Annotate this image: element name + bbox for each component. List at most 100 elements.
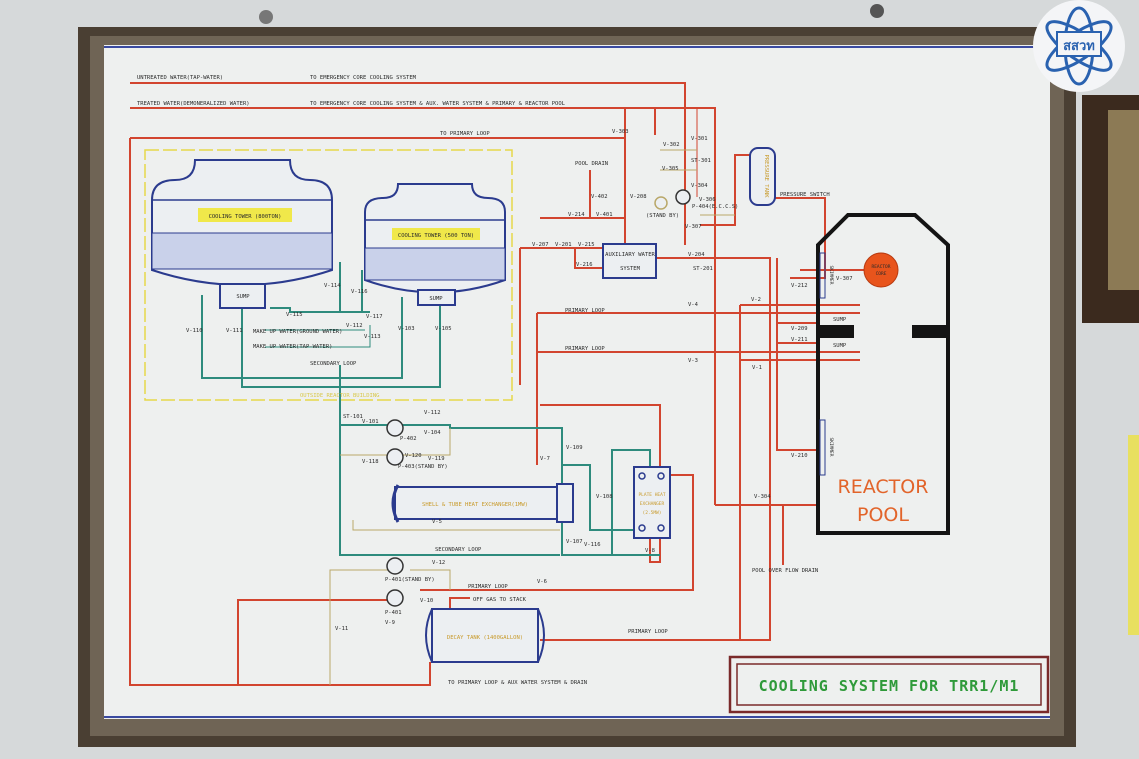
hanger-left — [259, 10, 273, 24]
valve-tag: V-210 — [791, 453, 808, 459]
primary-loop-label: PRIMARY LOOP — [468, 584, 508, 590]
valve-tag: P-404(E.C.C.S) — [692, 204, 738, 210]
valve-tag: V-103 — [398, 326, 415, 332]
pool-sump-label: SUMP — [833, 317, 847, 323]
valve-tag: V-301 — [691, 136, 708, 142]
title-box: COOLING SYSTEM FOR TRR1/M1 — [728, 655, 1050, 714]
pumps — [386, 189, 691, 607]
valve-tag: V-108 — [596, 494, 613, 500]
auxiliary-water-system — [602, 243, 657, 279]
valve-tag: V-115 — [286, 312, 303, 318]
skimmer-bottom — [819, 419, 826, 476]
valve-tag: V-107 — [566, 539, 583, 545]
pool-sump-label: SUMP — [833, 343, 847, 349]
secondary-loop-label: SECONDARY LOOP — [435, 547, 482, 553]
valve-tag: V-7 — [540, 456, 550, 462]
valve-tag: V-401 — [596, 212, 613, 218]
valve-tag: V-118 — [362, 459, 379, 465]
shell-tube-heat-exchanger: SHELL & TUBE HEAT EXCHANGER(1MW) — [391, 483, 574, 523]
valve-tag: V-204 — [688, 252, 705, 258]
skimmer-top — [819, 252, 826, 299]
valve-tag: ST-201 — [693, 266, 713, 272]
pump-icon — [654, 196, 668, 210]
yellow-paper — [1128, 435, 1139, 635]
valve-tag: V-211 — [791, 337, 808, 343]
primary-loop-label: PRIMARY LOOP — [565, 346, 605, 352]
valve-tag: V-10 — [420, 598, 433, 604]
pressure-switch-label: PRESSURE SWITCH — [780, 192, 830, 198]
valve-tag: V-120 — [405, 453, 422, 459]
sump-label: SUMP — [429, 296, 443, 302]
valve-tag: V-304 — [754, 494, 771, 500]
valve-tag: V-201 — [555, 242, 572, 248]
valve-tag: V-119 — [428, 456, 445, 462]
off-gas-label: OFF GAS TO STACK — [473, 597, 527, 603]
treated-label: TREATED WATER(DEMONERALIZED WATER) — [137, 101, 250, 107]
valve-tag: V-303 — [612, 129, 629, 135]
valve-tag: P-403(STAND BY) — [398, 464, 448, 470]
secondary-loop-label: SECONDARY LOOP — [310, 361, 357, 367]
valve-tag: V-3 — [688, 358, 698, 364]
reactor-pool-label-2: POOL — [857, 504, 909, 526]
valve-tag: V-110 — [186, 328, 203, 334]
outside-building-label: OUTSIDE REACTOR BUILDING — [300, 393, 379, 399]
valve-tag: V-214 — [568, 212, 585, 218]
valve-tag: V-11 — [335, 626, 348, 632]
skimmer-label: SKIMMER — [828, 266, 834, 285]
pool-divider-right — [912, 325, 948, 338]
decay-tank: DECAY TANK (1400GALLON) — [425, 608, 545, 663]
valve-tag: P-402 — [400, 436, 417, 442]
valve-tag: V-6 — [537, 579, 547, 585]
shell-tube-label: SHELL & TUBE HEAT EXCHANGER(1MW) — [422, 502, 528, 508]
valve-tag: V-104 — [424, 430, 441, 436]
ecc-pipes — [329, 149, 735, 685]
valve-tag: ST-301 — [691, 158, 711, 164]
valve-tag: V-116 — [584, 542, 601, 548]
valve-tag: P-401(STAND BY) — [385, 577, 435, 583]
plate-label-1: PLATE HEAT — [638, 492, 665, 498]
valve-tag: V-8 — [645, 548, 655, 554]
tower-500-label: COOLING TOWER (500 TON) — [398, 233, 474, 239]
pump-icon — [386, 448, 404, 466]
valve-tag: V-2 — [751, 297, 761, 303]
pump-icon — [386, 419, 404, 437]
sump-label: SUMP — [236, 294, 250, 300]
reactor-pool-label: REACTOR — [838, 476, 929, 498]
valve-tag: ST-101 — [343, 414, 363, 420]
valve-tag: V-207 — [532, 242, 549, 248]
overflow-drain-label: POOL OVER FLOW DRAIN — [752, 568, 818, 574]
valve-tag: V-212 — [791, 283, 808, 289]
aux-label-2: SYSTEM — [620, 266, 641, 272]
valve-tag: V-117 — [366, 314, 383, 320]
valve-tag: V-112 — [424, 410, 441, 416]
untreated-dest-label: TO EMERGENCY CORE COOLING SYSTEM — [310, 75, 417, 81]
valve-tag: V-1 — [752, 365, 762, 371]
valve-tag: V-111 — [226, 328, 243, 334]
pump-icon — [386, 557, 404, 575]
plate-label-3: (2.5MW) — [643, 510, 662, 516]
valve-tag: V-109 — [566, 445, 583, 451]
valve-tag: V-304 — [691, 183, 708, 189]
valve-tag: V-307 — [685, 224, 702, 230]
pump-icon — [675, 189, 691, 205]
reactor-pool — [816, 213, 950, 535]
valve-tag: V-209 — [791, 326, 808, 332]
hanger-right — [870, 4, 884, 18]
valve-tag: V-208 — [630, 194, 647, 200]
outside-building-boundary — [144, 149, 513, 401]
valve-tag: V-112 — [346, 323, 363, 329]
pool-divider-left — [818, 325, 854, 338]
plate-label-2: EXCHANGER — [640, 501, 665, 507]
primary-loop-label: PRIMARY LOOP — [565, 308, 605, 314]
makeup-tap-label: MAKE UP WATER(TAP-WATER) — [253, 344, 332, 350]
valve-tag: V-302 — [663, 142, 680, 148]
valve-tag: V-215 — [578, 242, 595, 248]
valve-tag: V-305 — [662, 166, 679, 172]
cooling-tower-500: COOLING TOWER (500 TON) SUMP — [364, 183, 506, 306]
treated-dest-label: TO EMERGENCY CORE COOLING SYSTEM & AUX. … — [310, 101, 566, 107]
valve-tags: V-303V-302V-301ST-301V-305V-304V-306P-40… — [186, 129, 853, 632]
pump-icon — [386, 589, 404, 607]
plate-heat-exchanger: PLATE HEAT EXCHANGER (2.5MW) — [633, 466, 671, 539]
valve-tag: V-402 — [591, 194, 608, 200]
valve-tag: V-4 — [688, 302, 699, 308]
